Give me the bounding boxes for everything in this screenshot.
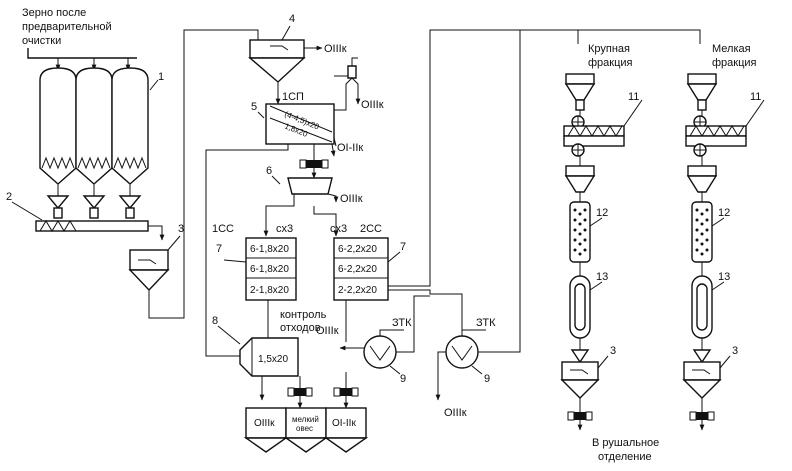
bin-o12k: OI-IIк (332, 418, 356, 429)
cc1-sieve-2: 6-1,8х20 (250, 264, 289, 275)
label-num-3-coarse: 3 (610, 345, 616, 357)
label-2cc: 2СС (360, 223, 382, 235)
label-num-11-left: 11 (628, 91, 639, 103)
o3k-label-top: OIIIк (324, 43, 347, 55)
grain-input-label-3: очистки (22, 35, 61, 47)
cc2-sieve-3: 2-2,2х20 (338, 285, 377, 296)
bin-o3k: OIIIк (254, 418, 275, 429)
label-sx3-right: сх3 (330, 223, 347, 235)
aspiration-channel (334, 57, 361, 111)
waste-control-label-1: контроль (280, 309, 327, 321)
grain-input-label-1: Зерно после (22, 7, 86, 19)
coarse-fraction-label-1: Крупная (588, 43, 630, 55)
waste-bins: OIIIк мелкий овес OI-IIк (243, 407, 369, 453)
label-1cc: 1СС (212, 223, 234, 235)
o12k-label-separator: OI-IIк (337, 142, 363, 154)
fine-fraction-label-1: Мелкая (712, 43, 751, 55)
bin-fine-oats-2: овес (296, 424, 313, 433)
label-1sp: 1СП (282, 91, 304, 103)
o3k-label-bottom: OIIIк (444, 407, 467, 419)
label-num-12-right: 12 (718, 207, 730, 219)
label-num-4: 4 (289, 13, 295, 25)
waste-control-separator-8: 1,5х20 (239, 337, 299, 377)
bin-fine-oats-1: мелкий (292, 415, 319, 424)
label-ztk-1: ЗТК (392, 317, 412, 329)
line-to-ztk-2 (388, 289, 463, 338)
bucket-bin-3-left (128, 29, 259, 319)
coarse-column (560, 73, 625, 431)
trier-9-left (339, 295, 430, 369)
sieve-stack-1cc: 6-1,8х20 6-1,8х20 2-1,8х20 (245, 237, 297, 301)
line-to-coarse (388, 29, 579, 287)
o3k-label-aspiration: OIIIк (361, 99, 384, 111)
label-num-11-right: 11 (750, 91, 761, 103)
screw-conveyor (35, 220, 165, 241)
label-num-13-left: 13 (596, 271, 608, 283)
input-feed-line (27, 48, 137, 59)
label-num-5: 5 (251, 101, 257, 113)
grain-input-label-2: предварительной (22, 21, 112, 33)
line-to-fine (430, 29, 701, 44)
fine-fraction-label-2: фракция (712, 57, 757, 69)
distributor-6 (287, 177, 339, 203)
label-num-2: 2 (6, 191, 12, 203)
cc2-sieve-1: 6-2,2х20 (338, 244, 377, 255)
magnet-separator (299, 159, 329, 169)
cc2-sieve-2: 6-2,2х20 (338, 264, 377, 275)
label-num-7-right: 7 (400, 241, 406, 253)
label-sx3-left: сх3 (276, 223, 293, 235)
fine-column (682, 73, 747, 431)
cc1-sieve-3: 2-1,8х20 (250, 285, 289, 296)
label-num-1: 1 (158, 71, 164, 83)
label-ztk-2: ЗТК (476, 317, 496, 329)
to-hulling-label-2: отделение (598, 451, 652, 463)
label-num-12-left: 12 (596, 207, 608, 219)
label-num-3-fine: 3 (732, 345, 738, 357)
aspirator-4 (248, 39, 323, 105)
silo-feeders (46, 184, 142, 219)
trier-9-right (435, 30, 521, 401)
label-num-6: 6 (266, 165, 272, 177)
separator-1sp: (4-4,5)х20 1,8х20 (265, 103, 335, 145)
storage-silos (39, 67, 149, 185)
to-hulling-label-1: В рушальное (592, 437, 659, 449)
label-num-3-left: 3 (178, 223, 184, 235)
line-to-control (205, 144, 289, 357)
coarse-fraction-label-2: фракция (588, 57, 633, 69)
o3k-label-trier-left: OIIIк (316, 325, 339, 337)
feed-to-top-line (148, 29, 259, 319)
o3k-label-distributor: OIIIк (340, 193, 363, 205)
label-num-8: 8 (212, 315, 218, 327)
magnet-o12k (333, 387, 359, 397)
label-num-9-left: 9 (400, 373, 406, 385)
label-num-7-left: 7 (216, 243, 222, 255)
waste-control-label-2: отходов (280, 322, 321, 334)
label-num-9-right: 9 (484, 373, 490, 385)
cc1-sieve-1: 6-1,8х20 (250, 244, 289, 255)
sieve-stack-2cc: 6-2,2х20 6-2,2х20 2-2,2х20 (333, 237, 389, 301)
label-num-13-right: 13 (718, 271, 730, 283)
magnet-fine-oats (287, 387, 313, 397)
control-sieve: 1,5х20 (258, 354, 288, 365)
